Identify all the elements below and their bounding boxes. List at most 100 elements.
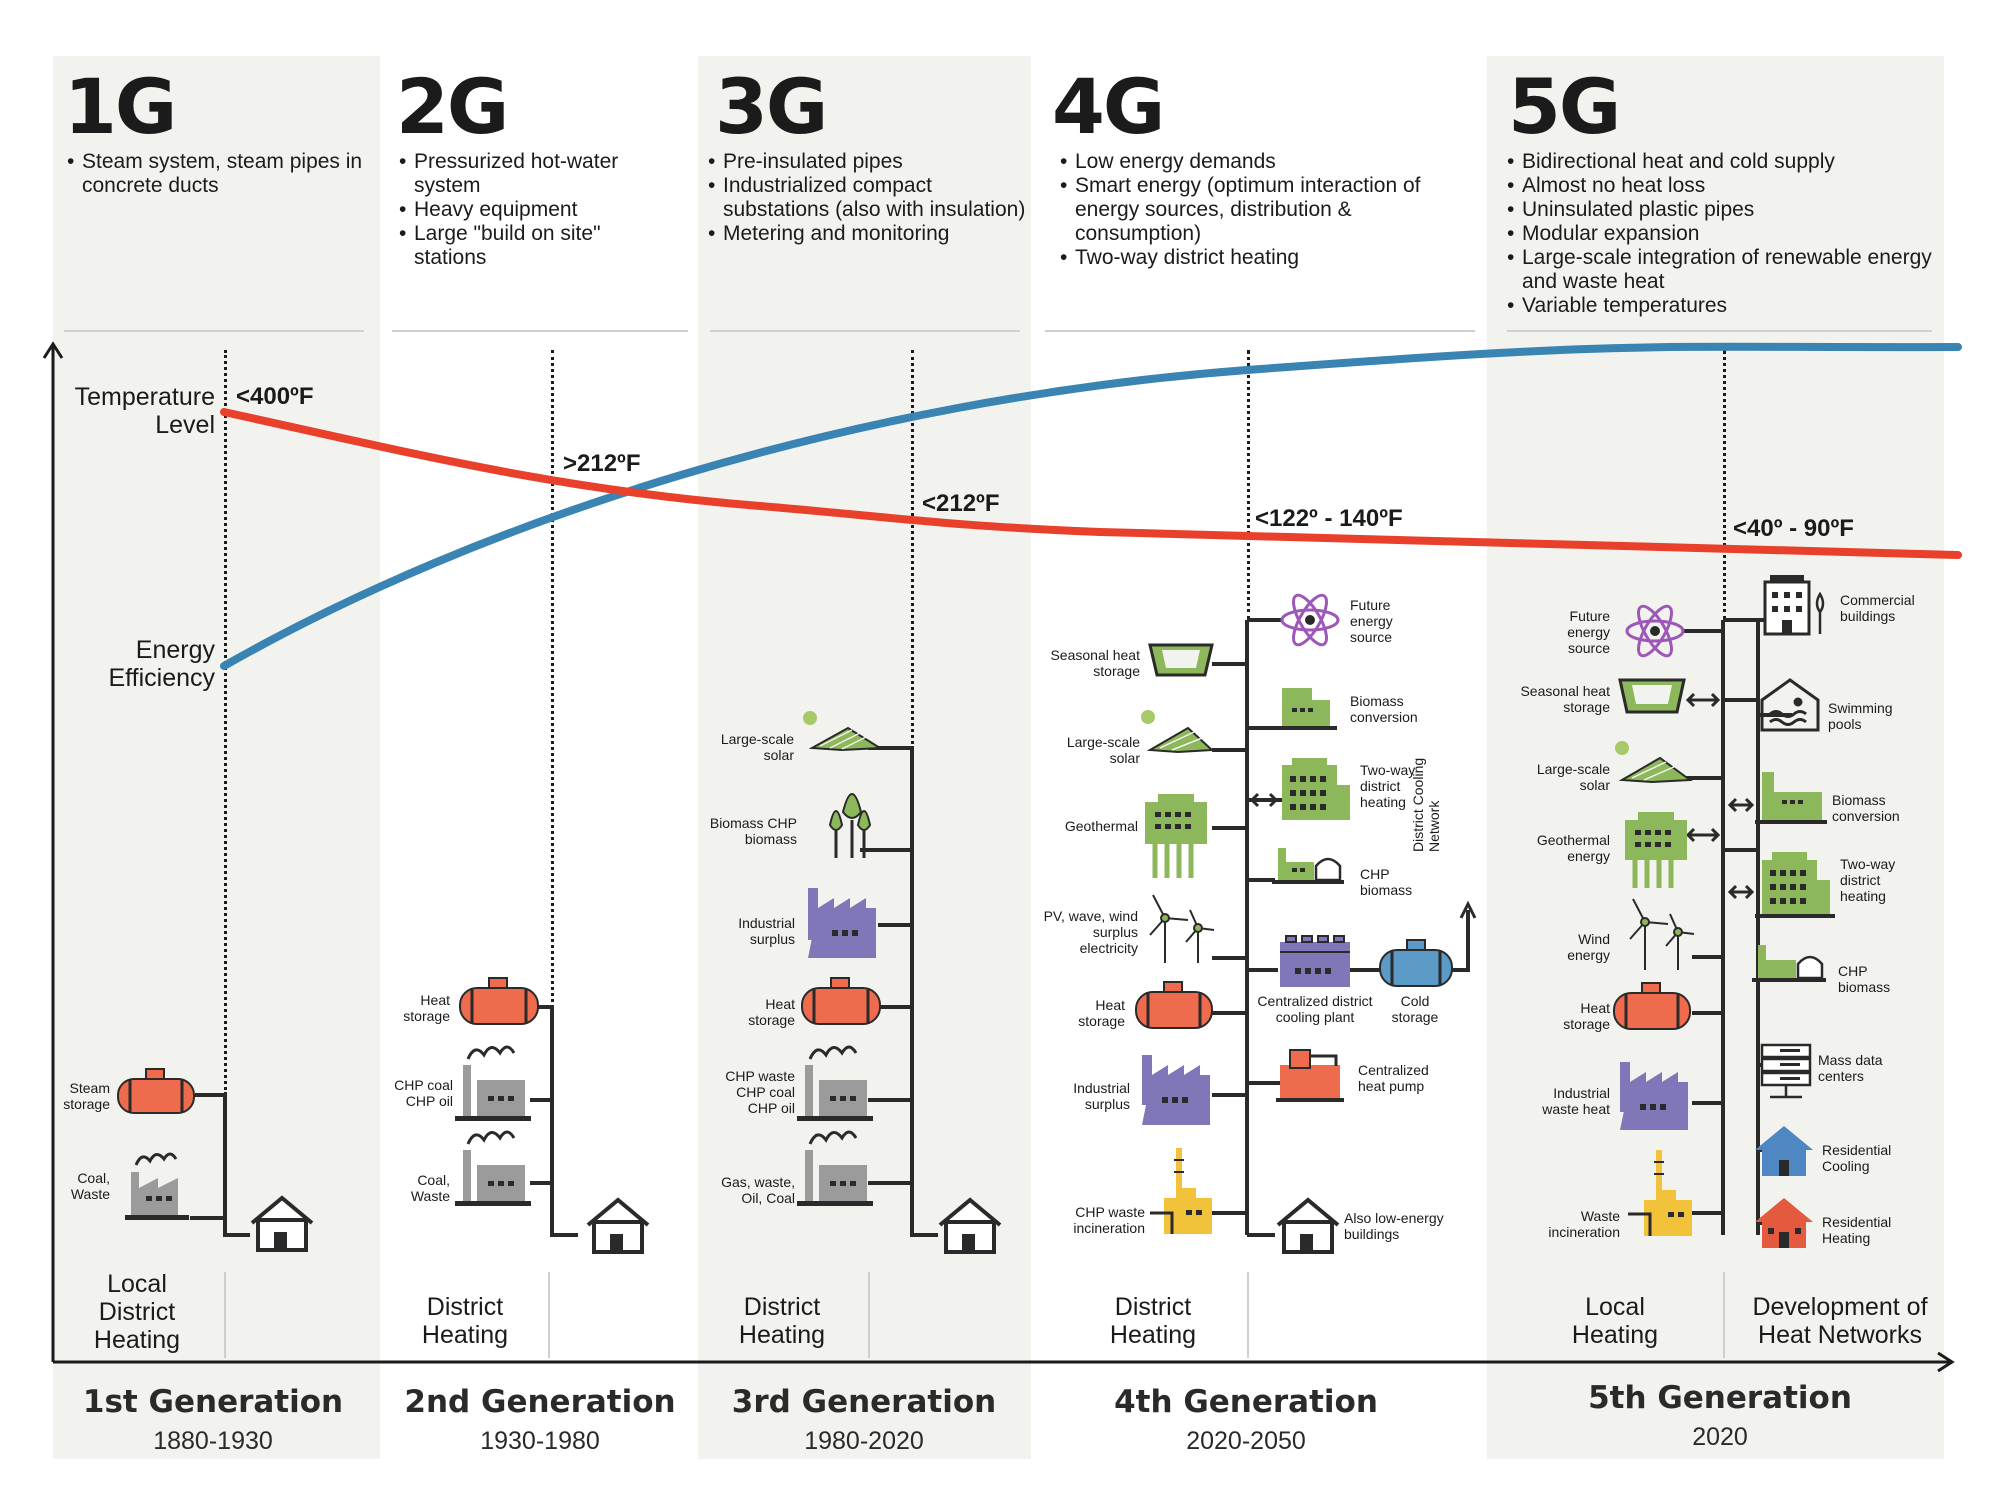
commercial-building-icon [1763, 575, 1825, 636]
gen1-rule [64, 330, 364, 332]
cold-storage-tank-icon [1379, 939, 1453, 987]
gen5-type2-label: Development of Heat Networks [1752, 1293, 1928, 1349]
gen5-title: 5th Generation [1588, 1380, 1852, 1416]
gen2-bullets: Pressurized hot-water system Heavy equip… [399, 150, 639, 270]
gen2-title: 2nd Generation [404, 1384, 676, 1420]
factory-icon [808, 888, 876, 958]
two-way-district-heating-label: Two-way district heating [1840, 856, 1896, 904]
chp-biomass-label: CHP biomass [1838, 963, 1891, 995]
district-heating-building-icon [1755, 852, 1835, 918]
gen4-separator [1247, 1272, 1249, 1358]
gen3-bullet: Pre-insulated pipes [708, 150, 1033, 174]
gen1-separator [224, 1272, 226, 1358]
tank-icon [1135, 981, 1213, 1029]
basin-icon [1148, 643, 1214, 677]
gen5-bullet: Almost no heat loss [1507, 174, 1947, 198]
steam-storage-label: Steam storage [63, 1080, 110, 1112]
residential-heating-label: Residential Heating [1822, 1214, 1892, 1246]
gen1-type-label: Local District Heating [93, 1270, 181, 1354]
gen5-bullet: Large-scale integration of renewable ene… [1507, 246, 1947, 294]
pv-wave-wind-label: PV, wave, wind surplus electricity [1043, 908, 1138, 956]
biomass-conversion-label: Biomass conversion [1350, 693, 1418, 725]
gen4-title: 4th Generation [1114, 1384, 1378, 1420]
house-icon [1276, 1197, 1340, 1254]
residential-cooling-house-icon [1755, 1126, 1813, 1176]
energy-efficiency-curve [220, 342, 1962, 670]
incinerator-icon [1628, 1150, 1692, 1236]
large-scale-solar-label: Large-scale solar [1536, 761, 1610, 793]
gen4-bullets: Low energy demands Smart energy (optimum… [1060, 150, 1480, 270]
tank-icon [117, 1068, 195, 1114]
chart-axes [42, 341, 1955, 1373]
house-icon [586, 1197, 650, 1254]
incinerator-icon [1150, 1148, 1212, 1234]
chp-biomass-icon [1272, 848, 1344, 884]
gen2-rule [392, 330, 688, 332]
trees-icon [828, 793, 872, 831]
geothermal-icon [1625, 812, 1687, 888]
gen5-bullet: Bidirectional heat and cold supply [1507, 150, 1947, 174]
industrial-waste-heat-label: Industrial waste heat [1542, 1085, 1610, 1117]
gen5-bullet: Modular expansion [1507, 222, 1947, 246]
future-energy-source-label: Future energy source [1350, 597, 1393, 645]
swimming-pool-icon [1760, 678, 1820, 732]
gen3-heading: 3G [715, 62, 828, 151]
gen5-dotted-line [1723, 350, 1726, 620]
sun-icon [1141, 710, 1155, 724]
geothermal-energy-label: Geothermal energy [1536, 832, 1610, 864]
temperature-value: <400ºF [236, 383, 314, 410]
gen4-bullet: Two-way district heating [1060, 246, 1480, 270]
temperature-value: >212ºF [563, 450, 641, 477]
wind-energy-label: Wind energy [1567, 931, 1610, 963]
gen1-years: 1880-1930 [153, 1427, 273, 1455]
gen3-bullets: Pre-insulated pipes Industrialized compa… [708, 150, 1033, 246]
coal-waste-label: Coal, Waste [70, 1170, 110, 1202]
geothermal-label: Geothermal [1064, 818, 1138, 834]
large-scale-solar-label: Large-scale solar [1066, 734, 1140, 766]
gen1-heading: 1G [64, 62, 177, 151]
chp-coal-oil-label: CHP coal CHP oil [394, 1077, 453, 1109]
industrial-surplus-label: Industrial surplus [1073, 1080, 1130, 1112]
gen3-separator [868, 1272, 870, 1358]
cold-storage-label: Cold storage [1391, 993, 1439, 1025]
chp-biomass-icon [1752, 945, 1826, 982]
chp-biomass-label: CHP biomass [1360, 866, 1413, 898]
gen5-years: 2020 [1692, 1423, 1748, 1451]
gen2-type-label: District Heating [421, 1293, 509, 1349]
temperature-curve [220, 408, 1962, 559]
gen1-title: 1st Generation [82, 1384, 344, 1420]
double-arrow-icon [1685, 692, 1755, 900]
gen3-years: 1980-2020 [804, 1427, 924, 1455]
gen4-bullet: Low energy demands [1060, 150, 1480, 174]
gen3-title: 3rd Generation [731, 1384, 997, 1420]
tank-icon [1613, 982, 1691, 1030]
solar-panel-icon [1146, 726, 1215, 754]
factory-icon [1620, 1062, 1688, 1130]
gen2-bullet: Pressurized hot-water system [399, 150, 639, 198]
gen5-rule [1507, 330, 1932, 332]
gen4-rule [1045, 330, 1475, 332]
gen4-bullet: Smart energy (optimum interaction of ene… [1060, 174, 1480, 246]
gen5-separator [1723, 1272, 1725, 1358]
gen4-type-label: District Heating [1109, 1293, 1197, 1349]
heat-storage-label: Heat storage [403, 992, 450, 1024]
solar-panel-icon [808, 726, 884, 752]
industrial-surplus-label: Industrial surplus [738, 915, 795, 947]
building-icon [1275, 688, 1337, 730]
residential-cooling-label: Residential Cooling [1822, 1142, 1892, 1174]
gen4-dotted-line [1247, 350, 1250, 620]
gen2-dotted-line [551, 350, 554, 1002]
house-icon [250, 1195, 314, 1252]
house-icon [938, 1197, 1002, 1254]
gen5-type-label: Local Heating [1571, 1293, 1659, 1349]
seasonal-heat-storage-label: Seasonal heat storage [1520, 683, 1610, 715]
gen1-bullets: Steam system, steam pipes in concrete du… [67, 150, 367, 198]
heat-storage-label: Heat storage [1078, 997, 1125, 1029]
factory-icon [797, 1130, 873, 1206]
biomass-chp-label: Biomass CHP biomass [709, 815, 797, 847]
factory-icon [125, 1152, 189, 1220]
factory-icon [455, 1130, 531, 1206]
residential-heating-house-icon [1755, 1198, 1813, 1248]
heat-pump-icon [1276, 1049, 1344, 1102]
temperature-value: <122º - 140ºF [1255, 505, 1403, 532]
